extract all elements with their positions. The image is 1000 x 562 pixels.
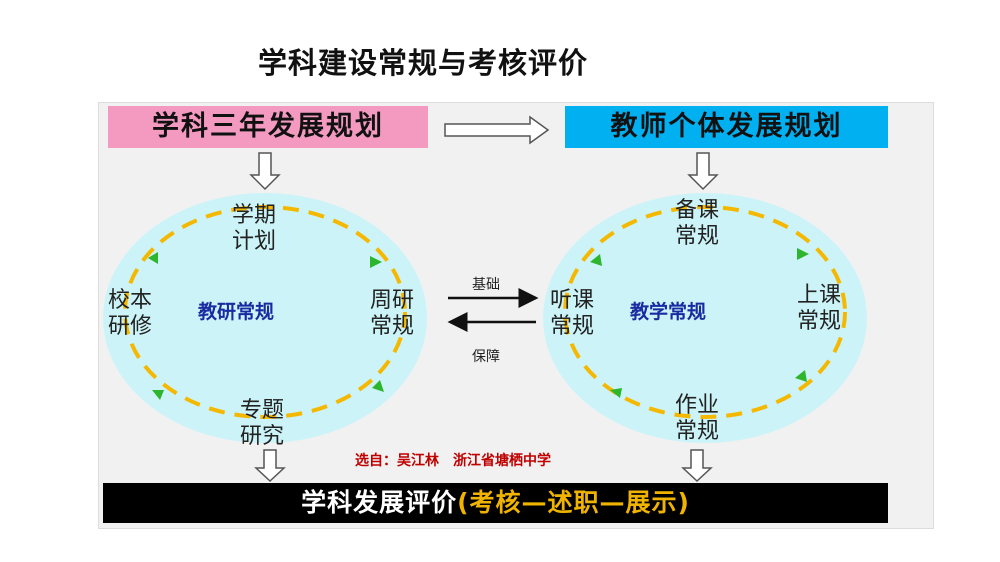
node-term-plan: 学期计划 <box>232 203 277 254</box>
node-teaching: 上课常规 <box>797 283 842 334</box>
evaluation-sub: (考核—述职—展示) <box>457 488 690 517</box>
left-dashed-cycle <box>123 205 407 419</box>
node-homework: 作业常规 <box>675 393 720 444</box>
label-support: 保障 <box>472 349 500 365</box>
node-observation: 听课常规 <box>550 288 595 339</box>
evaluation-main: 学科发展评价 <box>301 488 458 517</box>
evaluation-bar: 学科发展评价(考核—述职—展示) <box>103 483 888 523</box>
label-basis: 基础 <box>472 277 500 293</box>
node-lesson-prep: 备课常规 <box>675 198 720 249</box>
right-cycle-center: 教学常规 <box>630 301 707 323</box>
subject-plan-box: 学科三年发展规划 <box>108 106 428 148</box>
teacher-plan-box: 教师个体发展规划 <box>565 106 888 148</box>
left-cycle-center: 教研常规 <box>198 301 275 323</box>
slide-title: 学科建设常规与考核评价 <box>258 46 589 80</box>
node-weekly-research: 周研常规 <box>370 288 415 339</box>
node-school-training: 校本研修 <box>108 288 153 339</box>
right-cycle-ellipse <box>543 193 867 443</box>
left-cycle-ellipse <box>103 193 427 443</box>
credit-text: 选自：吴江林 浙江省塘栖中学 <box>355 453 551 469</box>
right-dashed-cycle <box>563 205 847 419</box>
hollow-arrows <box>249 115 719 483</box>
cycle-arrowheads <box>148 248 809 400</box>
node-topic-research: 专题研究 <box>240 398 285 449</box>
